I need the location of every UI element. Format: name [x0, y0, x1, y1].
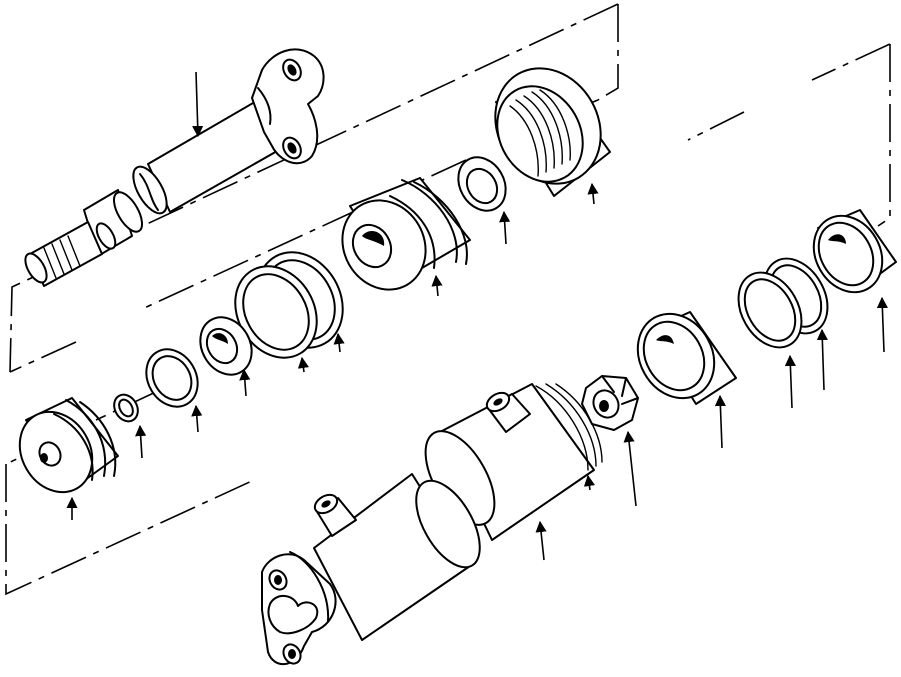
callout-arrow-15: [876, 296, 888, 353]
callout-arrows: [66, 71, 888, 561]
gland-nut: [494, 67, 611, 197]
bearing-ring-lower: [636, 311, 737, 405]
callout-arrow-6: [297, 356, 309, 373]
callout-arrow-9: [135, 424, 147, 459]
cylinder-barrel: [261, 383, 603, 666]
o-ring-small: [113, 393, 139, 423]
callout-arrow-16: [535, 520, 547, 561]
wiper-ring: [812, 209, 897, 294]
wear-ring-upper: [457, 156, 507, 212]
callout-arrow-14: [816, 328, 828, 391]
callout-arrow-2: [587, 182, 599, 205]
seal-pair-lower: [737, 257, 829, 349]
lock-nut: [581, 375, 639, 431]
callout-arrow-4: [431, 274, 443, 297]
end-cap: [18, 397, 119, 494]
callout-arrow-17: [583, 474, 595, 491]
callout-arrow-1: [192, 71, 204, 138]
callout-arrow-8: [191, 404, 203, 433]
callout-arrow-5: [333, 332, 345, 353]
callout-arrow-12: [714, 394, 726, 449]
callout-arrow-11: [623, 430, 637, 507]
piston-rod: [24, 48, 325, 287]
callout-arrow-7: [239, 368, 251, 397]
callout-arrow-13: [784, 354, 796, 409]
center-line-lower: [5, 43, 891, 596]
backup-ring: [145, 348, 199, 408]
piston: [341, 177, 471, 291]
callout-arrow-3: [499, 210, 511, 245]
piston-seal-pair: [234, 251, 344, 359]
